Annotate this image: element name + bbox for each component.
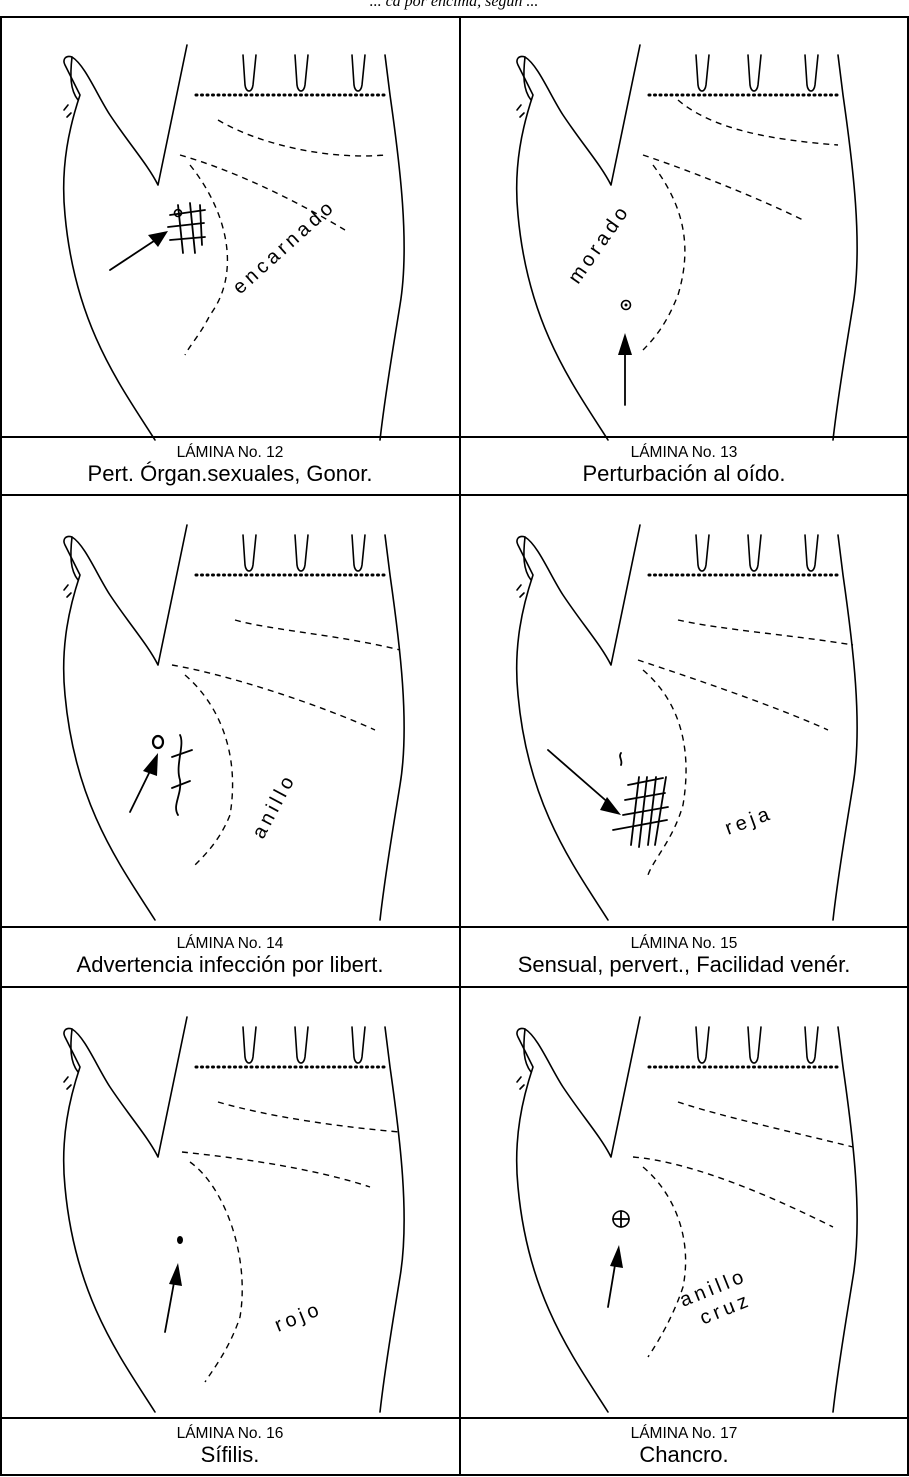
- plate-14: anillo LÁMINA No. 14 Advertencia infecci…: [64, 525, 404, 977]
- plate-17: anillo cruz LÁMINA No. 17 Chancro.: [517, 1017, 857, 1467]
- hand-drawing: encarnado: [64, 45, 404, 440]
- marking-label: encarnado: [229, 195, 341, 299]
- grid-mark: [168, 203, 205, 253]
- plate-number: LÁMINA No. 14: [177, 935, 284, 952]
- arrow: [618, 333, 632, 405]
- plate-caption: Chancro.: [639, 1442, 728, 1467]
- plate-number: LÁMINA No. 15: [631, 935, 738, 952]
- plate-number: LÁMINA No. 12: [177, 444, 284, 461]
- plate-caption: Sífilis.: [201, 1442, 260, 1467]
- marking-label: anillo: [248, 770, 301, 843]
- hand-drawing: rojo: [64, 1017, 404, 1412]
- header-fragment: ... ca por encima, según ...: [370, 0, 539, 10]
- plate-number: LÁMINA No. 13: [631, 444, 738, 461]
- plate-13: morado LÁMINA No. 13 Perturbación al oíd…: [517, 45, 857, 486]
- ring-mark: [153, 735, 192, 815]
- hand-drawing: reja: [517, 525, 857, 920]
- arrow: [548, 750, 621, 815]
- hand-drawing: anillo cruz: [517, 1017, 857, 1412]
- ring-cross-mark: [613, 1211, 629, 1227]
- arrow: [608, 1245, 623, 1307]
- plate-number: LÁMINA No. 16: [177, 1425, 284, 1442]
- marking-label: rojo: [272, 1298, 326, 1337]
- arrow: [110, 231, 168, 270]
- arrow: [130, 753, 158, 812]
- plate-caption: Sensual, pervert., Facilidad venér.: [518, 952, 851, 977]
- plate-grid: [1, 17, 908, 1475]
- hand-drawing: morado: [517, 45, 857, 440]
- dot-mark: [622, 301, 631, 310]
- marking-label: anillo cruz: [677, 1265, 760, 1334]
- plate-caption: Perturbación al oído.: [582, 461, 785, 486]
- marking-label: morado: [564, 200, 635, 288]
- plate-caption: Advertencia infección por libert.: [77, 952, 384, 977]
- dot-mark: [177, 1236, 183, 1244]
- plate-16: rojo LÁMINA No. 16 Sífilis.: [64, 1017, 404, 1467]
- plate-caption: Pert. Órgan.sexuales, Gonor.: [88, 461, 373, 486]
- hand-drawing: anillo: [64, 525, 404, 920]
- plate-12: encarnado LÁMINA No. 12 Pert. Órgan.sexu…: [64, 45, 404, 486]
- plate-15: reja LÁMINA No. 15 Sensual, pervert., Fa…: [517, 525, 857, 977]
- grid-mark: [613, 753, 668, 847]
- marking-label: reja: [722, 802, 776, 840]
- plate-number: LÁMINA No. 17: [631, 1425, 738, 1442]
- arrow: [165, 1263, 182, 1332]
